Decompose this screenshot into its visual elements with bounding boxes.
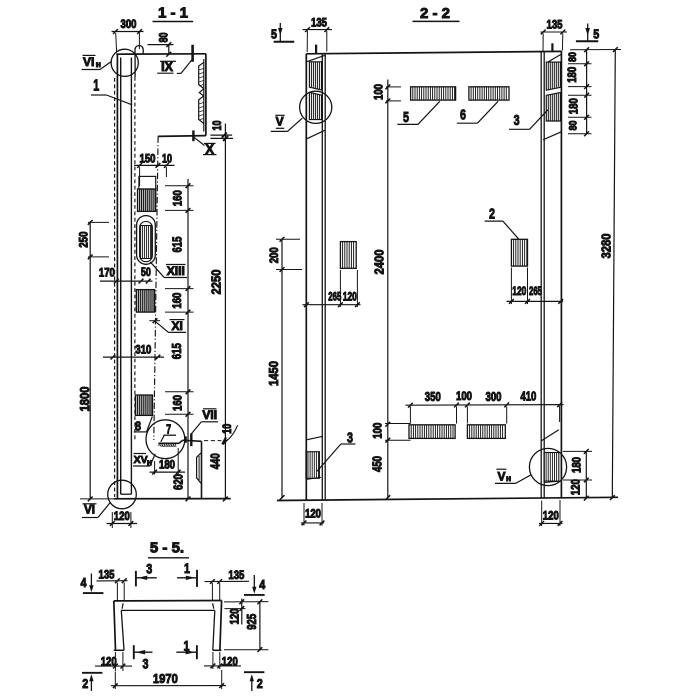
svg-text:1: 1 bbox=[184, 560, 190, 576]
svg-text:300: 300 bbox=[121, 19, 137, 31]
svg-text:180: 180 bbox=[568, 98, 580, 114]
svg-text:5: 5 bbox=[271, 26, 277, 41]
svg-text:3: 3 bbox=[347, 429, 353, 446]
svg-text:8: 8 bbox=[135, 418, 141, 433]
svg-text:120: 120 bbox=[570, 479, 582, 495]
svg-text:н: н bbox=[147, 457, 152, 467]
svg-text:XV: XV bbox=[134, 454, 148, 466]
svg-text:265: 265 bbox=[529, 286, 542, 298]
svg-text:615: 615 bbox=[171, 236, 185, 252]
svg-text:120: 120 bbox=[305, 509, 321, 521]
svg-text:80: 80 bbox=[159, 33, 171, 43]
svg-text:1: 1 bbox=[93, 78, 99, 95]
svg-text:120: 120 bbox=[512, 286, 526, 298]
svg-text:410: 410 bbox=[520, 389, 536, 403]
svg-text:н: н bbox=[96, 59, 101, 69]
svg-text:620: 620 bbox=[172, 474, 186, 490]
svg-text:120: 120 bbox=[114, 511, 130, 523]
svg-text:100: 100 bbox=[456, 391, 472, 403]
svg-text:440: 440 bbox=[209, 453, 223, 469]
svg-text:5: 5 bbox=[593, 27, 599, 42]
svg-text:350: 350 bbox=[425, 390, 441, 404]
svg-text:V: V bbox=[276, 115, 284, 129]
svg-text:2400: 2400 bbox=[372, 250, 387, 275]
svg-text:50: 50 bbox=[141, 267, 151, 279]
svg-text:VI: VI bbox=[83, 55, 94, 69]
svg-text:2: 2 bbox=[257, 676, 263, 691]
svg-text:XIII: XIII bbox=[167, 264, 185, 278]
svg-text:120: 120 bbox=[343, 291, 357, 303]
svg-text:VI: VI bbox=[84, 505, 95, 517]
svg-text:2: 2 bbox=[82, 676, 88, 691]
svg-text:7: 7 bbox=[166, 423, 171, 437]
svg-text:250: 250 bbox=[78, 232, 90, 248]
svg-text:1970: 1970 bbox=[153, 671, 178, 686]
svg-text:5 - 5.: 5 - 5. bbox=[150, 540, 184, 557]
svg-text:10: 10 bbox=[162, 154, 172, 166]
svg-text:135: 135 bbox=[228, 570, 245, 582]
svg-text:4: 4 bbox=[81, 575, 88, 590]
svg-text:180: 180 bbox=[159, 460, 175, 472]
svg-text:160: 160 bbox=[173, 395, 185, 411]
svg-text:300: 300 bbox=[486, 390, 502, 404]
svg-text:3280: 3280 bbox=[598, 234, 613, 259]
svg-text:IX: IX bbox=[161, 60, 173, 74]
svg-text:925: 925 bbox=[245, 614, 259, 630]
svg-text:100: 100 bbox=[372, 423, 384, 439]
svg-text:2 - 2: 2 - 2 bbox=[420, 5, 450, 22]
svg-text:6: 6 bbox=[460, 106, 466, 123]
svg-text:180: 180 bbox=[572, 457, 584, 473]
svg-text:120: 120 bbox=[543, 510, 559, 522]
svg-text:120: 120 bbox=[222, 657, 238, 669]
svg-text:3: 3 bbox=[514, 112, 520, 129]
svg-text:80: 80 bbox=[567, 52, 579, 62]
svg-text:4: 4 bbox=[259, 577, 266, 592]
svg-text:135: 135 bbox=[311, 18, 328, 30]
svg-text:1: 1 bbox=[184, 637, 190, 653]
svg-text:3: 3 bbox=[146, 560, 152, 576]
svg-text:XI: XI bbox=[172, 319, 183, 333]
svg-text:615: 615 bbox=[170, 343, 184, 359]
svg-text:1 - 1: 1 - 1 bbox=[158, 4, 188, 21]
svg-text:VII: VII bbox=[202, 408, 217, 422]
svg-text:3: 3 bbox=[143, 656, 149, 672]
svg-text:120: 120 bbox=[229, 609, 241, 625]
svg-text:170: 170 bbox=[99, 268, 115, 280]
svg-text:200: 200 bbox=[269, 247, 281, 263]
svg-text:180: 180 bbox=[567, 67, 579, 83]
svg-text:135: 135 bbox=[99, 569, 116, 581]
svg-text:10: 10 bbox=[222, 424, 234, 434]
svg-text:2250: 2250 bbox=[209, 270, 224, 295]
svg-text:160: 160 bbox=[172, 293, 184, 309]
svg-text:V: V bbox=[497, 470, 505, 484]
svg-text:X: X bbox=[206, 142, 215, 156]
svg-text:100: 100 bbox=[374, 84, 386, 100]
svg-text:80: 80 bbox=[568, 121, 580, 131]
svg-text:150: 150 bbox=[140, 153, 156, 165]
svg-text:450: 450 bbox=[371, 456, 385, 472]
svg-text:1450: 1450 bbox=[266, 361, 281, 386]
svg-text:135: 135 bbox=[547, 19, 564, 31]
svg-text:1800: 1800 bbox=[77, 387, 92, 412]
svg-text:310: 310 bbox=[135, 345, 151, 357]
svg-text:10: 10 bbox=[212, 121, 224, 131]
svg-text:2: 2 bbox=[489, 205, 495, 222]
svg-text:265: 265 bbox=[328, 291, 341, 303]
svg-text:5: 5 bbox=[403, 109, 409, 126]
svg-text:н: н bbox=[506, 473, 511, 483]
svg-text:160: 160 bbox=[172, 190, 184, 206]
